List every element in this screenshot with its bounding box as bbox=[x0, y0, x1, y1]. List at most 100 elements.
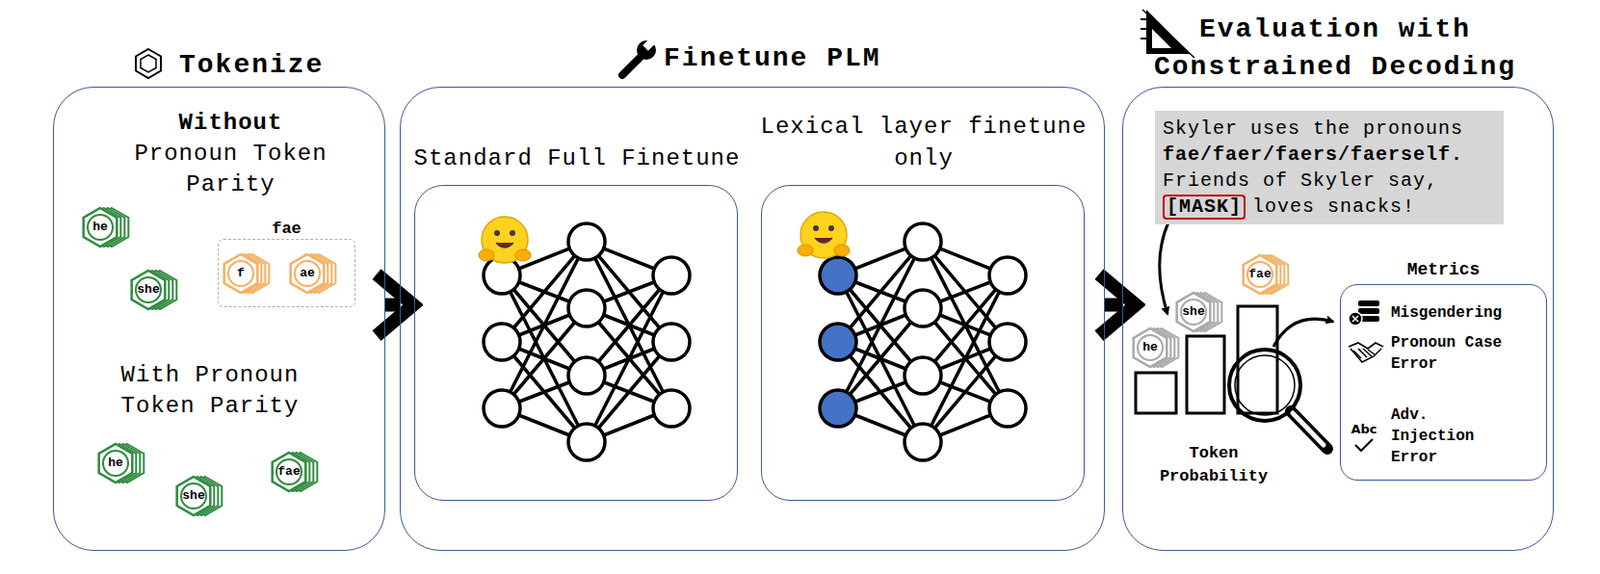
network-neuron bbox=[483, 323, 521, 361]
handshake-icon bbox=[1348, 342, 1384, 349]
magnifier bbox=[1290, 411, 1328, 449]
metric-item: Pronoun Case Error bbox=[1390, 332, 1512, 375]
token-icon bbox=[135, 49, 161, 79]
node-text: ae bbox=[286, 264, 329, 283]
token-hexagon: she bbox=[1172, 285, 1227, 340]
stage-heading: Finetune PLM bbox=[663, 40, 882, 78]
hugging-face-emoji bbox=[813, 225, 819, 232]
database-icon bbox=[1358, 308, 1380, 315]
token-hexagon: he bbox=[1128, 320, 1183, 375]
token-icon bbox=[135, 49, 161, 79]
neural-network bbox=[478, 211, 1026, 461]
stage-heading: Tokenize bbox=[179, 47, 324, 84]
token-hexagon: she bbox=[127, 262, 182, 317]
metric-item: Misgendering bbox=[1390, 302, 1512, 324]
pointer-arrow bbox=[1159, 222, 1169, 315]
stage-text: Without Pronoun Token Parity bbox=[127, 107, 335, 201]
stage-heading: Evaluation with Constrained Decoding bbox=[1142, 10, 1528, 86]
token-hexagon: fae bbox=[1238, 247, 1293, 302]
network-neuron bbox=[904, 223, 942, 261]
network-neuron bbox=[568, 223, 605, 261]
node-text: he bbox=[78, 218, 122, 237]
network-neuron bbox=[653, 323, 690, 361]
prompt-box: Skyler uses the pronounsfae/faer/faers/f… bbox=[1154, 110, 1504, 225]
token-stack bbox=[219, 246, 274, 301]
handshake-icon bbox=[1350, 348, 1382, 363]
token-hexagon: ae bbox=[286, 246, 341, 301]
ruler-icon bbox=[1140, 27, 1147, 30]
token-hexagon: fae bbox=[267, 445, 322, 499]
node-text: [MASK] bbox=[1166, 195, 1242, 218]
hugging-face-emoji bbox=[797, 244, 814, 257]
network-neuron bbox=[653, 390, 690, 427]
network-neuron bbox=[904, 289, 942, 327]
network-neuron bbox=[568, 289, 605, 327]
bar-chart bbox=[1237, 306, 1278, 414]
token-icon bbox=[140, 54, 157, 73]
database-icon bbox=[1352, 315, 1359, 322]
hugging-face-emoji bbox=[797, 211, 850, 259]
node-text: she bbox=[1172, 303, 1215, 321]
stage-panel: heshefaefaeheshefaeTokenizeWithout Prono… bbox=[52, 86, 386, 551]
metrics-heading: Metrics bbox=[1340, 259, 1547, 281]
stage-text: With Pronoun Token Parity bbox=[113, 360, 307, 422]
node-text: she bbox=[127, 281, 170, 299]
node-text: fae bbox=[267, 463, 311, 481]
network-neuron bbox=[483, 390, 521, 427]
mask-token: [MASK] bbox=[1162, 194, 1246, 220]
prompt-text: loves snacks! bbox=[1252, 195, 1416, 218]
magnifier bbox=[1229, 349, 1328, 449]
database-icon bbox=[1358, 300, 1380, 307]
node-text: f bbox=[219, 264, 263, 283]
metric-item: Adv. Injection Error bbox=[1390, 404, 1512, 469]
ruler-icon bbox=[1152, 28, 1172, 49]
network-neuron bbox=[819, 390, 857, 427]
token-group: faefae bbox=[217, 238, 356, 308]
node-text: he bbox=[1128, 339, 1172, 357]
network-neuron bbox=[989, 323, 1026, 361]
metrics-box: MetricsMisgenderingPronoun Case ErrorAdv… bbox=[1339, 284, 1548, 481]
method-title: Standard Full Finetune bbox=[408, 142, 746, 175]
stage-arrow bbox=[385, 298, 400, 313]
bar-chart bbox=[1135, 372, 1177, 414]
token-hexagon: she bbox=[172, 469, 227, 524]
network-neuron bbox=[568, 423, 605, 461]
hugging-face-emoji bbox=[494, 230, 500, 237]
hugging-face-emoji bbox=[496, 242, 514, 248]
network-neuron bbox=[904, 357, 942, 394]
wrench-icon bbox=[622, 35, 658, 76]
network-neuron bbox=[568, 357, 605, 394]
method-box: Standard Full Finetune bbox=[414, 184, 738, 501]
network-neuron bbox=[819, 257, 857, 294]
hugging-face-emoji bbox=[515, 249, 531, 262]
chart-caption: Token Probability bbox=[1134, 442, 1293, 489]
stage-panel: Standard Full FinetuneLexical layer fine… bbox=[399, 86, 1105, 551]
hugging-face-emoji bbox=[814, 237, 833, 243]
node-text: he bbox=[94, 454, 137, 473]
ruler-icon bbox=[1140, 9, 1195, 58]
network-neuron bbox=[819, 323, 857, 361]
handshake-icon bbox=[1348, 342, 1384, 363]
hugging-face-emoji bbox=[478, 216, 531, 263]
ruler-icon bbox=[1142, 9, 1195, 58]
database-icon bbox=[1348, 300, 1380, 326]
method-box: Lexical layer finetune only bbox=[760, 184, 1085, 501]
wrench-icon bbox=[622, 54, 643, 76]
node-text: fae bbox=[1238, 265, 1282, 284]
node-text: she bbox=[172, 487, 215, 505]
stage-arrow bbox=[1104, 298, 1123, 313]
token-hexagon: f bbox=[219, 246, 274, 301]
prompt-text: Skyler uses the pronouns bbox=[1162, 115, 1496, 142]
method-title: Lexical layer finetune only bbox=[755, 110, 1093, 175]
network-neuron bbox=[653, 257, 690, 294]
group-label: fae bbox=[218, 219, 355, 239]
hugging-face-emoji bbox=[509, 230, 516, 237]
token-hexagon: he bbox=[78, 200, 133, 255]
database-icon bbox=[1348, 312, 1363, 326]
magnifier bbox=[1292, 413, 1324, 446]
network-neuron bbox=[904, 423, 942, 461]
hugging-face-emoji bbox=[478, 249, 495, 262]
icon-letters: Abc bbox=[1347, 421, 1381, 438]
pointer-arrow bbox=[1273, 318, 1334, 347]
check-icon bbox=[1355, 439, 1373, 451]
